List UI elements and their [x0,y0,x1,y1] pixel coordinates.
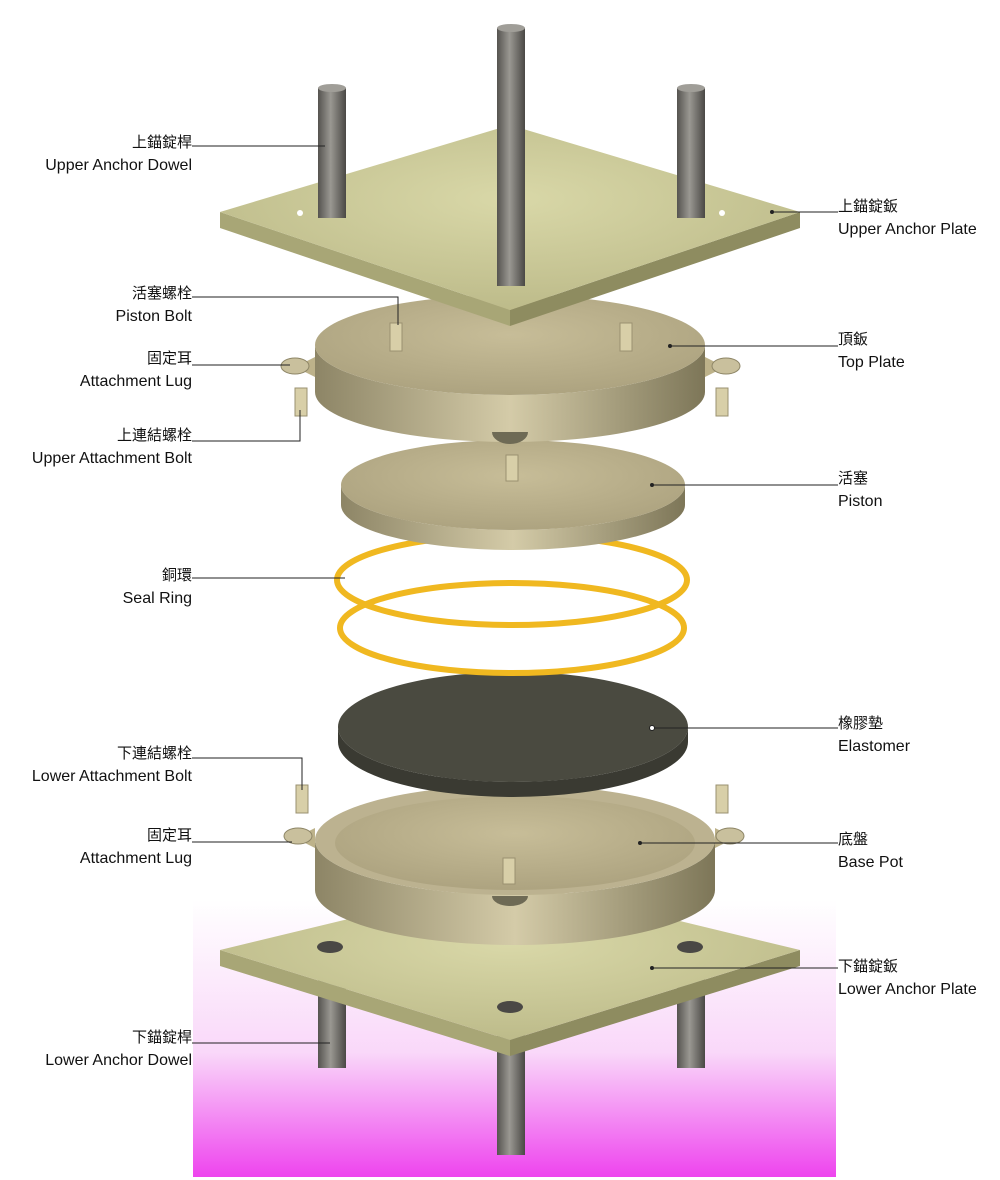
elastomer [338,672,688,797]
lower-attachment-bolts [295,784,729,814]
upper-attachment-bolts [294,387,729,417]
upper-anchor-dowels [318,24,705,286]
seal-rings [334,532,690,676]
piston [341,440,685,550]
leader-lines [192,145,838,1044]
base-pot [283,785,745,945]
top-plate [280,295,741,444]
leader-dots [638,210,774,970]
